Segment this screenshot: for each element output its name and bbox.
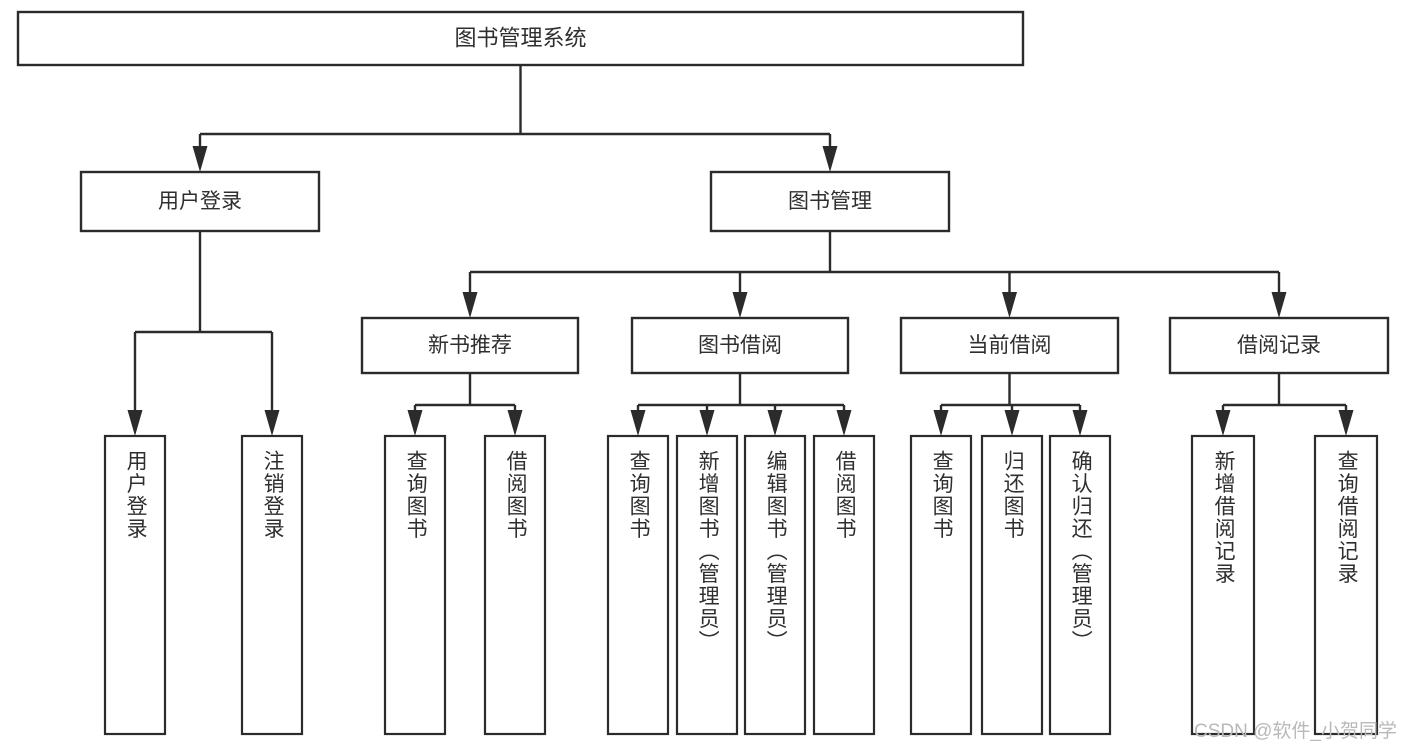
node-bookmgr[interactable]: 图书管理 xyxy=(709,170,951,233)
node-label: 当前借阅 xyxy=(968,334,1052,357)
arrow-head-icon xyxy=(630,410,646,436)
node-box[interactable] xyxy=(1190,434,1256,736)
node-login-user[interactable] xyxy=(103,434,167,736)
node-newbook-query[interactable] xyxy=(383,434,447,736)
arrow-head-icon xyxy=(822,146,838,172)
node-label: 图书管理 xyxy=(788,190,872,213)
arrow-head-icon xyxy=(1338,410,1354,436)
arrow-head-icon xyxy=(1271,292,1287,318)
node-current-confirm[interactable] xyxy=(1048,434,1112,736)
csdn-watermark: CSDN @软件_小贺同学 xyxy=(1194,721,1397,742)
node-label: 用户登录 xyxy=(158,190,242,213)
node-box[interactable] xyxy=(360,316,580,375)
node-box[interactable] xyxy=(606,434,670,736)
node-borrow-edit[interactable] xyxy=(743,434,807,736)
node-label: 借阅记录 xyxy=(1237,334,1321,357)
arrow-head-icon xyxy=(507,410,523,436)
node-record-add[interactable] xyxy=(1190,434,1256,736)
arrow-head-icon xyxy=(836,410,852,436)
arrow-head-icon xyxy=(1215,410,1231,436)
node-borrow-query[interactable] xyxy=(606,434,670,736)
node-box[interactable] xyxy=(909,434,973,736)
node-record-query[interactable] xyxy=(1313,434,1379,736)
node-box[interactable] xyxy=(1313,434,1379,736)
node-borrow-add[interactable] xyxy=(675,434,739,736)
arrow-head-icon xyxy=(462,292,478,318)
arrow-head-icon xyxy=(192,146,208,172)
arrow-head-icon xyxy=(699,410,715,436)
arrow-head-icon xyxy=(1002,292,1017,318)
node-box[interactable] xyxy=(709,170,951,233)
node-box[interactable] xyxy=(1048,434,1112,736)
node-box[interactable] xyxy=(812,434,876,736)
node-box[interactable] xyxy=(630,316,850,375)
node-box[interactable] xyxy=(383,434,447,736)
node-box[interactable] xyxy=(743,434,807,736)
node-borrow[interactable]: 图书借阅 xyxy=(630,316,850,375)
node-box[interactable] xyxy=(240,434,304,736)
node-box[interactable] xyxy=(16,10,1025,67)
arrow-head-icon xyxy=(732,292,748,318)
arrow-head-icon xyxy=(127,410,143,436)
node-login[interactable]: 用户登录 xyxy=(79,170,321,233)
node-label: 图书管理系统 xyxy=(454,25,586,50)
node-root[interactable]: 图书管理系统 xyxy=(16,10,1025,67)
node-box[interactable] xyxy=(483,434,547,736)
node-box[interactable] xyxy=(980,434,1044,736)
arrow-head-icon xyxy=(264,410,280,436)
arrow-head-icon xyxy=(933,410,949,436)
node-box[interactable] xyxy=(899,316,1120,375)
node-box[interactable] xyxy=(675,434,739,736)
connector-layer xyxy=(127,65,1354,436)
node-label: 图书借阅 xyxy=(698,334,782,357)
arrow-head-icon xyxy=(1072,410,1088,436)
node-borrow-lend[interactable] xyxy=(812,434,876,736)
node-record[interactable]: 借阅记录 xyxy=(1168,316,1390,375)
arrow-head-icon xyxy=(1004,410,1020,436)
node-current-query[interactable] xyxy=(909,434,973,736)
arrow-head-icon xyxy=(767,410,783,436)
node-current[interactable]: 当前借阅 xyxy=(899,316,1120,375)
node-box[interactable] xyxy=(79,170,321,233)
node-current-return[interactable] xyxy=(980,434,1044,736)
node-box[interactable] xyxy=(103,434,167,736)
node-box[interactable] xyxy=(1168,316,1390,375)
node-label: 新书推荐 xyxy=(428,334,512,357)
node-newbook[interactable]: 新书推荐 xyxy=(360,316,580,375)
node-login-logout[interactable] xyxy=(240,434,304,736)
arrow-head-icon xyxy=(407,410,423,436)
node-newbook-borrow[interactable] xyxy=(483,434,547,736)
